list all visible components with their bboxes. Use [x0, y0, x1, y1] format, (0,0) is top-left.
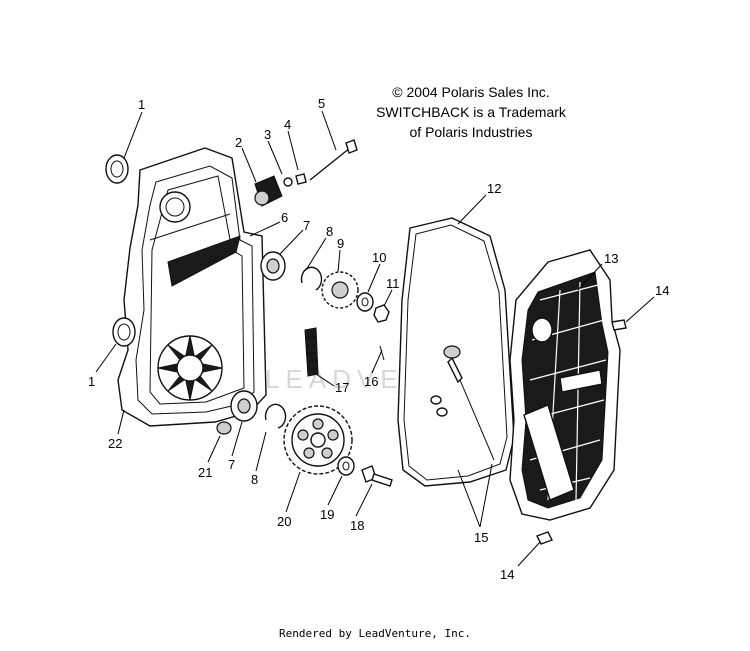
- nut-4: [295, 173, 307, 185]
- bearing-upper: [260, 251, 286, 281]
- pin-16: [379, 345, 385, 361]
- callout-18: 18: [350, 518, 364, 533]
- callout-21: 21: [198, 465, 212, 480]
- callout-8-lower: 8: [251, 472, 258, 487]
- callout-12: 12: [487, 181, 501, 196]
- copyright-line-2: SWITCHBACK is a Trademark: [376, 104, 566, 120]
- bolt-14-lower: [536, 531, 553, 545]
- bolt-18: [361, 465, 393, 487]
- seal-lower: [112, 317, 136, 347]
- callout-4: 4: [284, 117, 291, 132]
- callout-15: 15: [474, 530, 488, 545]
- o-rings: [430, 395, 448, 417]
- washer-19: [337, 456, 355, 476]
- callout-3: 3: [264, 127, 271, 142]
- callout-13: 13: [604, 251, 618, 266]
- lower-sprocket-fan: [157, 335, 223, 401]
- bolt-5: [309, 139, 358, 181]
- callout-19: 19: [320, 507, 334, 522]
- copyright-notice: © 2004 Polaris Sales Inc. SWITCHBACK is …: [356, 82, 586, 142]
- callout-6: 6: [281, 210, 288, 225]
- callout-1-upper: 1: [138, 97, 145, 112]
- seal-upper: [105, 154, 129, 184]
- plug-21: [216, 421, 232, 435]
- callout-11: 11: [386, 276, 400, 291]
- callout-10: 10: [372, 250, 386, 265]
- copyright-line-3: of Polaris Industries: [409, 124, 533, 140]
- callout-7-lower: 7: [228, 457, 235, 472]
- footer-credit: Rendered by LeadVenture, Inc.: [278, 627, 472, 640]
- dipstick: [443, 345, 495, 461]
- callout-17: 17: [335, 380, 349, 395]
- callout-14-lower: 14: [500, 567, 514, 582]
- tensioner-block: [254, 175, 283, 207]
- sprocket-lower: [283, 405, 353, 475]
- nut-11: [373, 304, 390, 323]
- callout-22: 22: [108, 436, 122, 451]
- snap-ring-upper: [300, 266, 323, 291]
- callout-14-upper: 14: [655, 283, 669, 298]
- callout-5: 5: [318, 96, 325, 111]
- callout-20: 20: [277, 514, 291, 529]
- callout-2: 2: [235, 135, 242, 150]
- leader-lines: [95, 110, 655, 567]
- callout-1-lower: 1: [88, 374, 95, 389]
- copyright-line-1: © 2004 Polaris Sales Inc.: [392, 84, 550, 100]
- snap-ring-lower: [264, 403, 287, 429]
- bolt-14-upper: [611, 319, 627, 331]
- callout-16: 16: [364, 374, 378, 389]
- washer-10: [356, 292, 374, 312]
- callout-labels: 1 2 3 4 5 6 7 8 9 10 11 12 13 14 1 15 16…: [88, 96, 669, 582]
- outer-cover: [509, 249, 621, 521]
- callout-8-upper: 8: [326, 224, 333, 239]
- sprocket-upper: [321, 271, 359, 309]
- bearing-lower: [230, 390, 258, 422]
- callout-9: 9: [337, 236, 344, 251]
- chaincase-housing: [117, 147, 267, 427]
- washer-3: [283, 177, 293, 187]
- chain: [304, 327, 319, 377]
- callout-7-upper: 7: [303, 218, 310, 233]
